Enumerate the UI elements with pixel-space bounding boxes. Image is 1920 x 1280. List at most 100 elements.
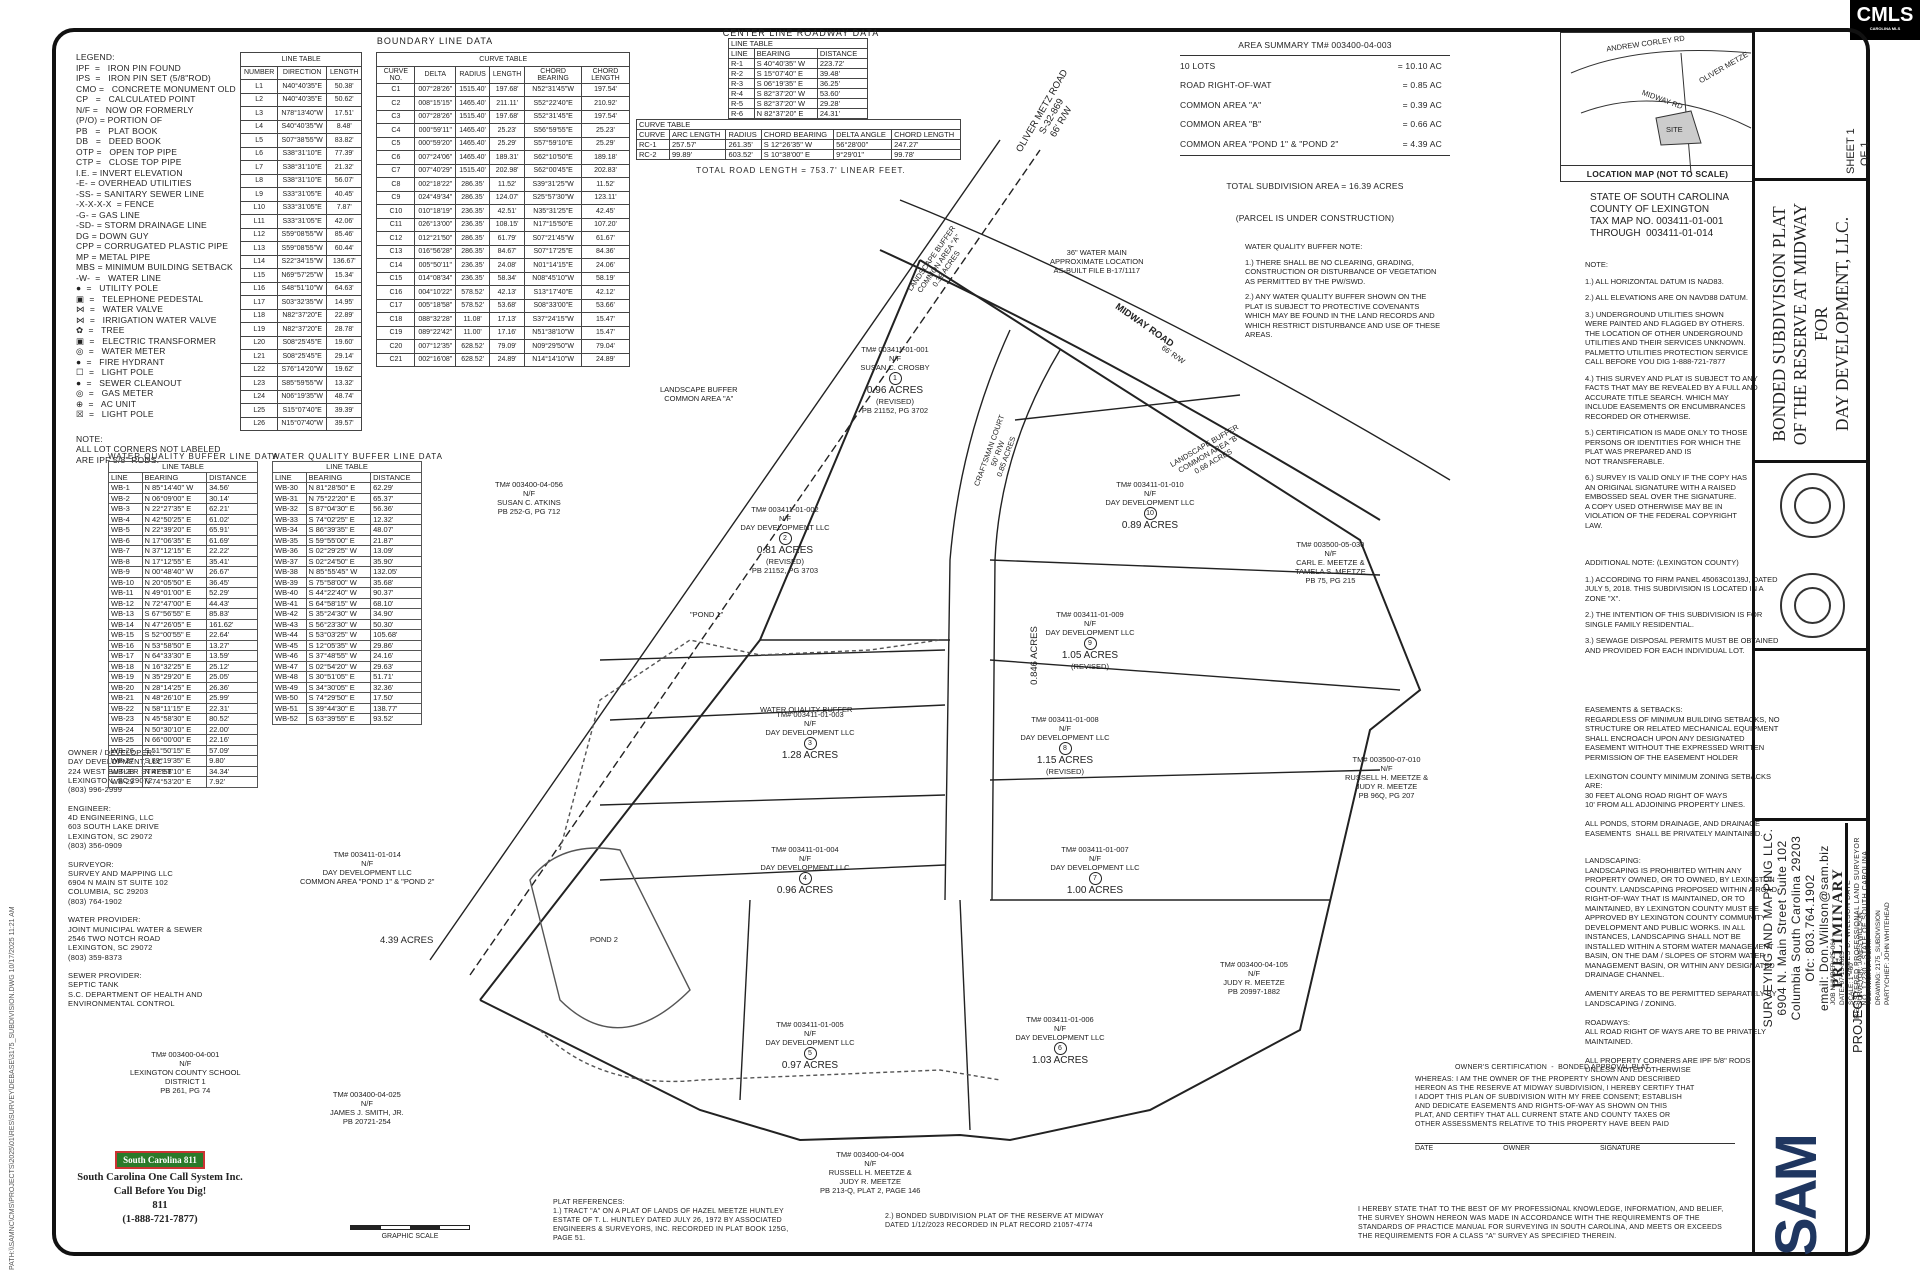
table-cell: L2 [239, 92, 279, 107]
area-value: = 0.66 AC [1402, 119, 1442, 129]
table-cell: C7 [376, 163, 416, 178]
table-cell: L21 [239, 349, 279, 364]
table-cell: N17°15'50"E [524, 217, 582, 232]
table-cell: S 53°03'25" W [305, 629, 372, 641]
column-header: LINE [728, 48, 755, 59]
table-cell: N78°13'40"W [277, 106, 327, 121]
table-cell: 1465.40' [455, 123, 490, 138]
project-field: DRAWING: 2175_SUBDIVISION [1875, 910, 1882, 1005]
table-cell: 7.92' [206, 776, 258, 788]
table-cell: 25.23' [488, 123, 526, 138]
table-cell: 50.62' [325, 92, 363, 107]
table-cell: N08°45'10"W [524, 271, 582, 286]
table-cell: 002°16'08" [414, 352, 457, 367]
column-header: LENGTH [325, 65, 363, 80]
lot-owner: DAY DEVELOPMENT LLC [765, 1038, 855, 1047]
table-cell: 13.59' [206, 650, 258, 662]
sheet-of: OF 1 [1859, 141, 1871, 166]
note-item: 6.) SURVEY IS VALID ONLY IF THE COPY HAS… [1585, 473, 1748, 530]
lot-number: 9 [1083, 637, 1097, 650]
table-cell: N 37°12'15" E [141, 545, 208, 557]
notes-title: NOTE: [1585, 260, 1608, 269]
table-cell: 39.39' [325, 403, 363, 418]
table-cell: 83.82' [325, 133, 363, 148]
table-cell: 65.91' [206, 524, 258, 536]
table-title: LINE TABLE [239, 52, 363, 67]
table-cell: 7.87' [325, 200, 363, 215]
lot-number: 8 [1058, 742, 1072, 755]
table-cell: S 74°29'50" E [305, 692, 372, 704]
lot-note: (REVISED) [876, 397, 914, 406]
table-cell: 002°18'22" [414, 177, 457, 192]
table-cell: C8 [376, 177, 416, 192]
table-cell: 29.63' [370, 660, 422, 672]
table-cell: 236.35' [455, 204, 490, 219]
table-cell: S 75°58'00" W [305, 576, 372, 588]
legend-item: CP = CALCULATED POINT [76, 94, 196, 104]
table-cell: L19 [239, 322, 279, 337]
table-cell: 58.34' [488, 271, 526, 286]
table-cell: WB-42 [272, 608, 307, 620]
table-cell: L8 [239, 173, 279, 188]
table-cell: N 06°09'00" E [141, 492, 208, 504]
table-cell: 36.45' [206, 576, 258, 588]
adjoiner-label: TM# 003400-04-025 N/F JAMES J. SMITH, JR… [330, 1090, 404, 1126]
legend-item: I.E. = INVERT ELEVATION [76, 167, 183, 178]
table-cell: L26 [239, 416, 279, 431]
table-cell: C9 [376, 190, 416, 205]
table-cell: 010°18'19" [414, 204, 457, 219]
table-cell: WB-33 [272, 513, 307, 525]
area-row: COMMON AREA "B"= 0.66 AC [1180, 114, 1450, 134]
table-cell: N35°31'25"E [524, 204, 582, 219]
table-cell: 61.67' [580, 231, 631, 246]
table-title: CURVE TABLE [636, 119, 961, 130]
table-cell: C6 [376, 150, 416, 165]
company-phone: Ofc: 803.764.1902 [1803, 874, 1817, 982]
wq-note-1: 1.) THERE SHALL BE NO CLEARING, GRADING,… [1245, 257, 1437, 286]
table-cell: 189.18' [580, 150, 631, 165]
table-cell: WB-12 [108, 597, 143, 609]
table-cell: WB-14 [108, 618, 143, 630]
lot-tm: TM# 003411-01-006 [1026, 1015, 1094, 1024]
table-cell: 286.35' [455, 177, 490, 192]
lot-area: 0.97 ACRES [781, 1060, 839, 1071]
table-cell: S 59°55'00" E [305, 534, 372, 546]
table-cell: 9.80' [206, 755, 258, 767]
landscape-buffer-a-label: LANDSCAPE BUFFER COMMON AREA "A" [660, 385, 738, 403]
table-cell: 34.56' [206, 482, 258, 494]
legend-item: ⋈ = IRRIGATION WATER VALVE [76, 314, 217, 325]
table-cell: 44.43' [206, 597, 258, 609]
table-cell: 42.51' [488, 204, 526, 219]
table-cell: 17.16' [488, 325, 526, 340]
table-cell: 004°10'22" [414, 285, 457, 300]
table-cell: WB-41 [272, 597, 307, 609]
sc811-logo: South Carolina 811 [115, 1151, 205, 1169]
table-cell: 93.52' [370, 713, 422, 725]
table-cell: L25 [239, 403, 279, 418]
project-field: SURVEYOR: JAMES WILLSON [1857, 912, 1864, 1005]
table-cell: 197.54' [580, 109, 631, 124]
area-value: = 4.39 AC [1402, 138, 1442, 149]
table-cell: N 20°05'50" E [141, 576, 208, 588]
